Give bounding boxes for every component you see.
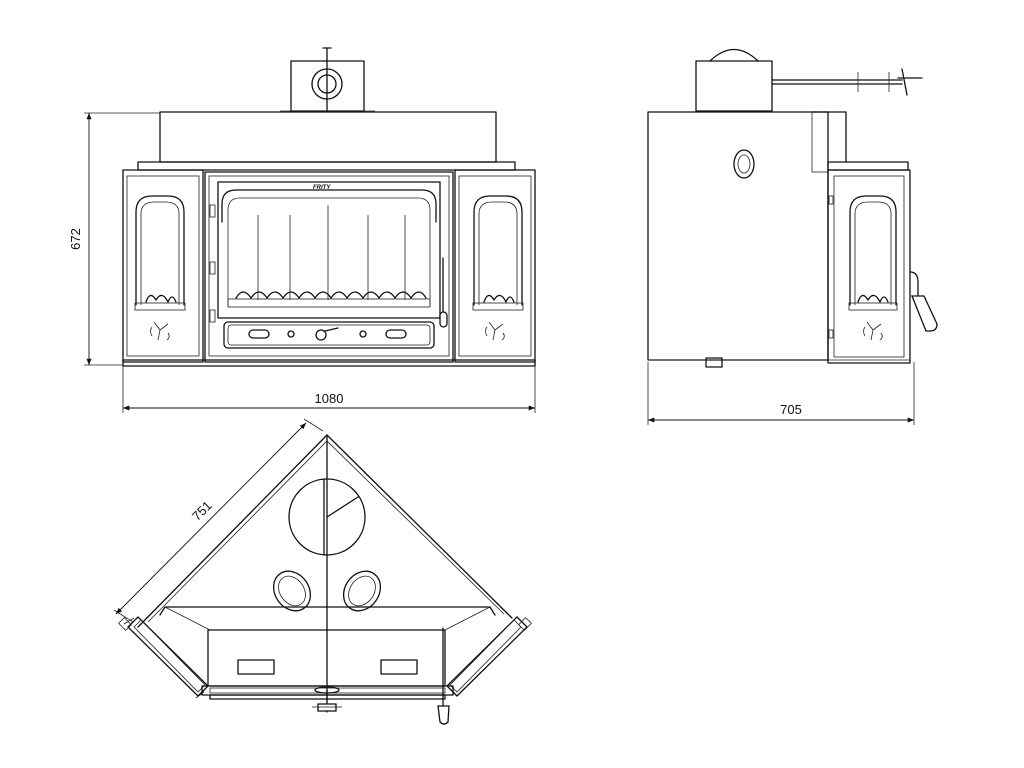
side-depth-label: 705 <box>780 402 802 417</box>
side-depth-dimension: 705 <box>647 362 915 425</box>
top-side-label: 751 <box>189 498 215 524</box>
front-view: FRITY <box>122 47 536 367</box>
top-view <box>118 434 532 725</box>
front-height-label: 672 <box>68 228 83 250</box>
brand-label: FRITY <box>313 185 331 191</box>
side-view <box>647 48 938 368</box>
front-height-dimension: 672 <box>68 112 160 366</box>
top-side-dimension: 751 <box>113 418 324 623</box>
front-width-dimension: 1080 <box>122 366 536 413</box>
front-width-label: 1080 <box>315 391 344 406</box>
